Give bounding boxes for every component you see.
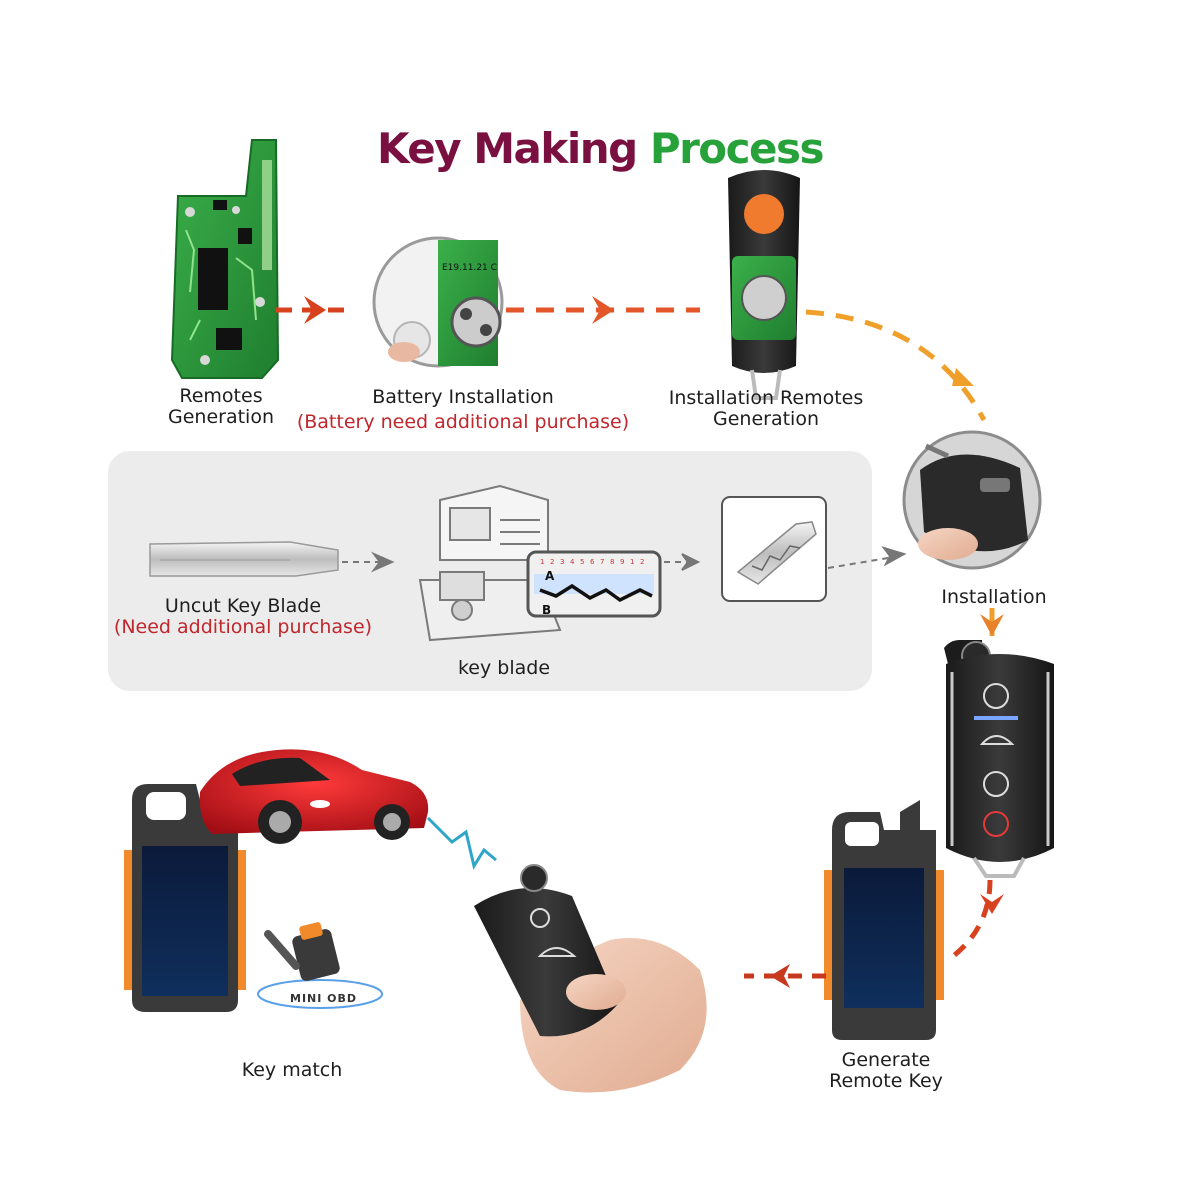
graph-label-b: B [542,603,551,617]
car-icon [199,749,429,844]
graph-label-a: A [545,569,555,583]
key-blade-icon [149,541,339,577]
label-key-match-line1: Key match [241,1059,343,1081]
flow-arrow-2 [506,296,700,324]
panel-arrows [342,546,907,573]
pcb-label: E19.11.21 C [442,263,497,273]
depth-mark-11: 2 [640,558,644,566]
label-uncut-blade-note: (Need additional purchase) [113,616,373,638]
mini-obd-label: MINI OBD [290,992,357,1005]
depth-mark-1: 1 [540,558,544,566]
label-installation-line1: Installation [941,586,1047,608]
depth-mark-10: 1 [630,558,634,566]
depth-marks: 1 2 3 4 5 6 7 8 9 1 2 [540,558,644,566]
key-programmer-icon [824,800,944,1040]
cut-blade-icon [721,496,827,602]
label-battery-installation-line1: Battery Installation [372,386,554,408]
depth-mark-7: 7 [600,558,604,566]
depth-mark-8: 8 [610,558,614,566]
label-generate-remote-line1: Generate [841,1049,931,1071]
depth-mark-4: 4 [570,558,575,566]
flip-key-remote-icon [944,640,1054,878]
key-programmer-icon-large [124,776,246,1012]
key-cutting-machine-icon [418,484,562,642]
label-key-blade: key blade [458,658,550,679]
title-part-2: Process [649,124,825,173]
mini-obd-adapter-icon: MINI OBD [257,922,383,1009]
label-uncut-blade: Uncut Key Blade (Need additional purchas… [114,596,372,638]
coin-battery-icon [372,236,504,368]
label-remotes-generation: Remotes Generation [168,386,274,428]
label-battery-installation: Battery Installation (Battery need addit… [297,387,629,433]
label-installation-remotes-line2: Generation [712,408,819,430]
signal-wave-icon [426,816,497,870]
remote-shell-icon [728,170,800,400]
flow-arrow-down [980,608,1004,636]
flow-arrow-curve-down [946,879,1004,963]
flow-arrow-1 [276,296,350,324]
label-generate-remote-line2: Remote Key [829,1070,943,1092]
label-generate-remote-key: Generate Remote Key [829,1050,943,1092]
label-key-blade-line1: key blade [457,657,551,679]
depth-mark-5: 5 [580,558,584,566]
title-part-1: Key Making [376,124,650,173]
label-installation-remotes-line1: Installation Remotes [668,387,864,409]
depth-mark-6: 6 [590,558,595,566]
label-remotes-generation-line1: Remotes [179,385,263,407]
label-key-match: Key match [242,1060,343,1081]
trunk-icon [979,735,1015,745]
hand-holding-key-icon [474,864,707,1093]
label-installation-remotes: Installation Remotes Generation [669,388,863,430]
key-shell-closeup-icon [902,430,1042,570]
label-installation: Installation [941,587,1046,608]
depth-mark-2: 2 [550,558,554,566]
page-title: Key Making Process [376,124,825,173]
lock-icon [983,683,1009,709]
depth-mark-3: 3 [560,558,564,566]
flow-arrow-3 [805,309,987,422]
unlock-icon [983,771,1009,797]
depth-mark-9: 9 [620,558,624,566]
blade-cutting-panel [108,451,872,691]
panic-icon [983,811,1009,837]
label-remotes-generation-line2: Generation [168,406,274,428]
label-battery-note: (Battery need additional purchase) [296,411,630,433]
circuit-board-icon [170,139,280,379]
blade-depth-graph: 1 2 3 4 5 6 7 8 9 1 2 A B [526,550,662,618]
flow-arrow-left [744,964,826,988]
label-uncut-blade-line1: Uncut Key Blade [164,595,322,617]
